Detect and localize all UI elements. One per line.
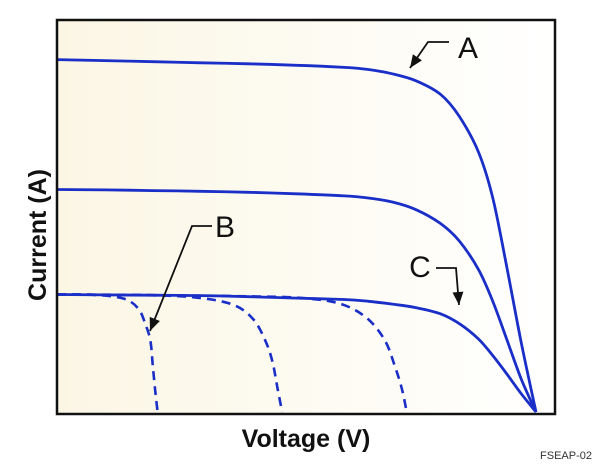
annotation-label-a: A <box>458 32 478 65</box>
y-axis-label: Current (A) <box>24 169 52 301</box>
dashed-curve-6 <box>56 293 408 413</box>
leader-line-b <box>149 225 212 332</box>
arrowhead-a <box>410 54 422 68</box>
iv-curve-2 <box>56 188 538 413</box>
iv-curve-3 <box>56 293 538 413</box>
annotation-label-c: C <box>409 251 431 284</box>
iv-curve-1 <box>56 58 538 413</box>
callout-layer: A B C <box>149 32 478 332</box>
arrowhead-c <box>452 291 464 305</box>
figure-id: FSEAP-02 <box>540 450 592 462</box>
dashed-curve-5 <box>56 293 284 413</box>
plot-frame <box>55 18 557 416</box>
plot-area <box>57 20 555 414</box>
annotation-label-b: B <box>215 211 235 244</box>
x-axis-label: Voltage (V) <box>242 425 371 453</box>
arrowhead-b <box>149 316 160 331</box>
curve-layer <box>56 58 538 413</box>
